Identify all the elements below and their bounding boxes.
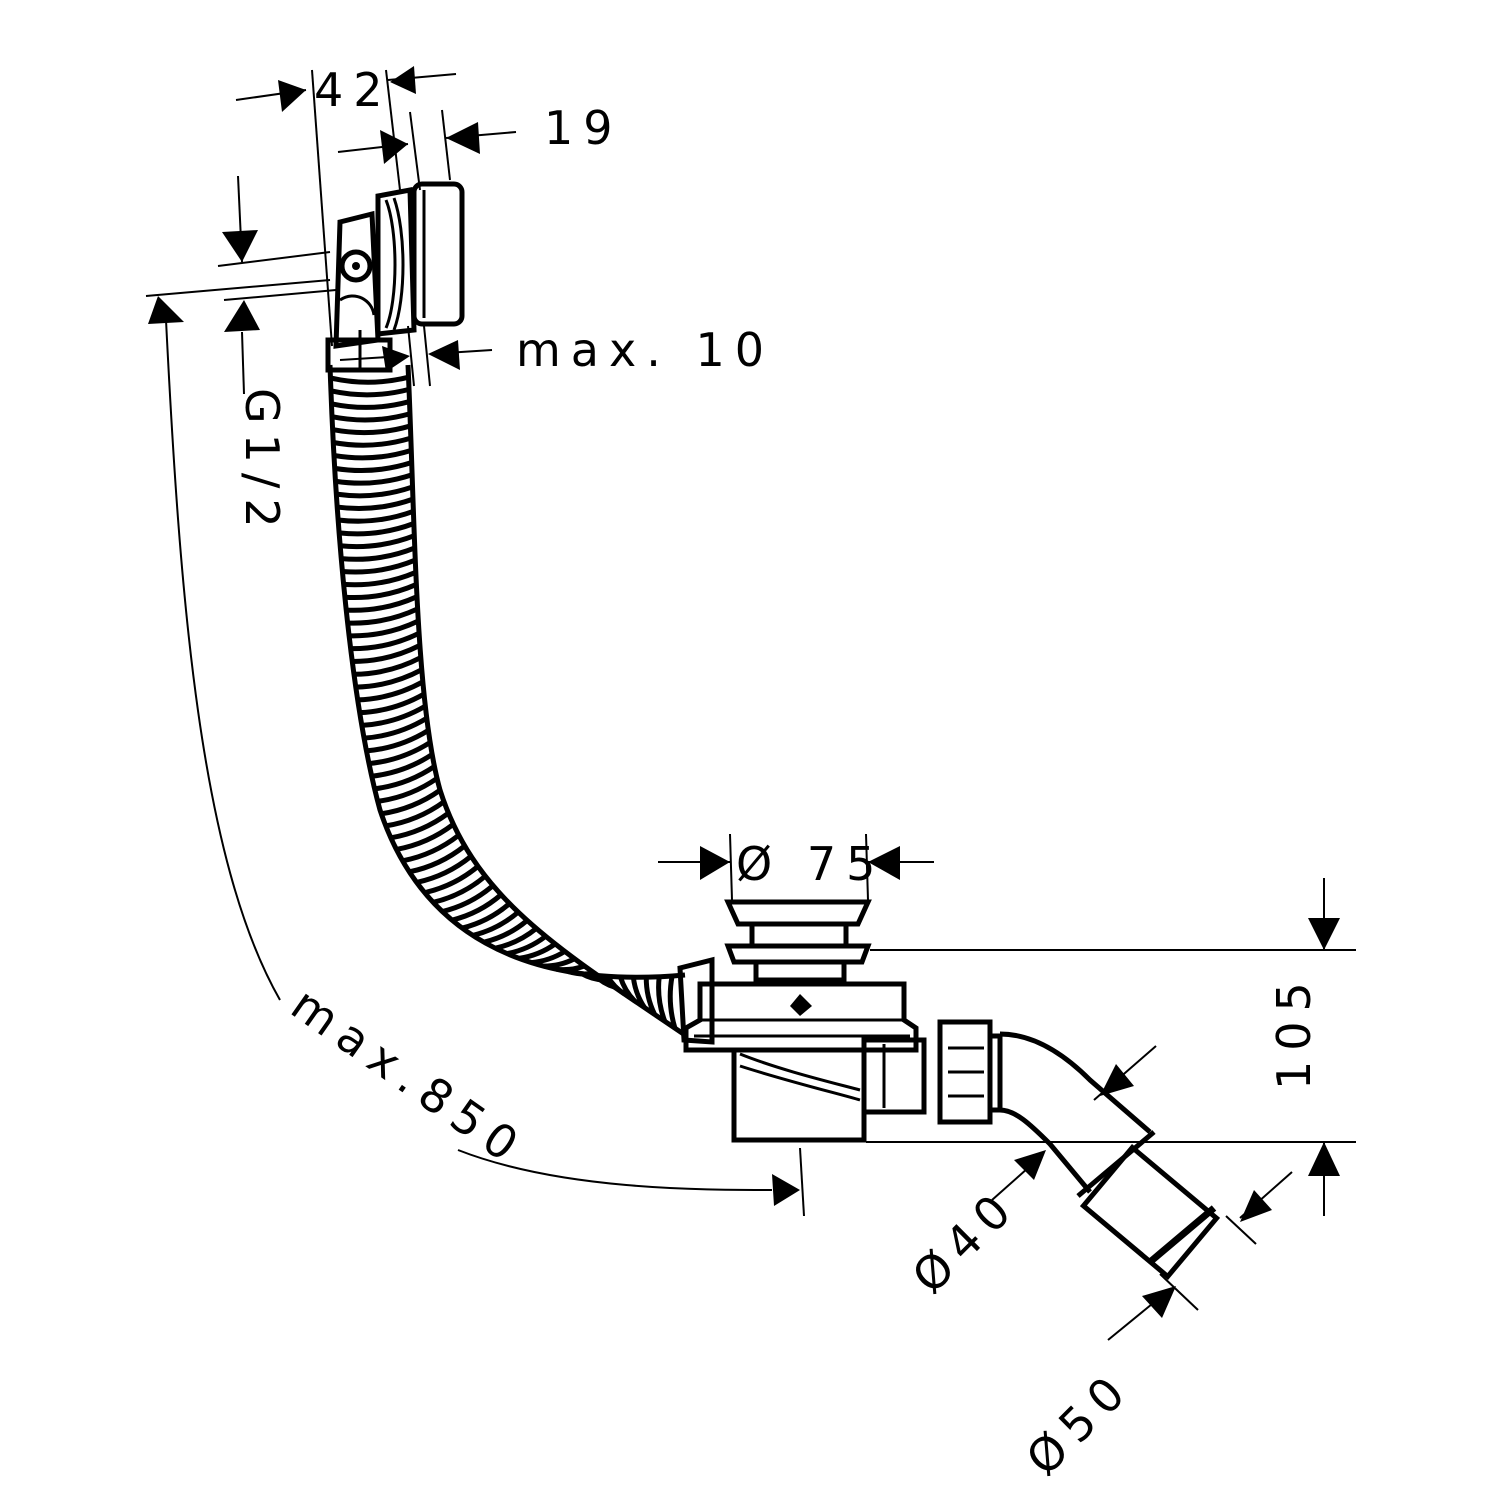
dimension-diameter-75: Ø 75 [658,833,934,901]
hose-ribs [329,374,678,1029]
hose-rib [531,949,567,966]
dimension-diameter-50: Ø50 [1016,1171,1293,1486]
hose-rib [424,864,480,896]
hose-rib [349,618,420,639]
dim-label-g-half: G1/2 [235,388,289,538]
dimension-g-half: G1/2 [217,175,337,538]
hose-rib [332,423,412,436]
hose-rib [451,892,503,923]
hose-rib [408,843,467,875]
hose-rib [402,833,461,864]
hose-rib [395,822,455,852]
hose-rib [374,764,436,792]
hose-rib [494,926,538,951]
hose-rib [506,934,548,957]
hose-rib [339,533,416,550]
hose-rib [335,484,414,499]
hose-rib [390,811,450,841]
hose-rib [472,910,520,938]
hose-rib [366,728,430,754]
hose-rib [329,374,410,385]
hose-rib [361,703,427,728]
hose-rib [630,976,647,1010]
hose-rib [343,569,417,588]
dimension-max-10: max. 10 [339,323,774,387]
hose-rib [543,956,576,969]
hose-rib [656,976,668,1023]
dim-label-max-10: max. 10 [516,323,774,377]
hose-rib [461,901,512,931]
hose-rib [385,799,446,829]
hose-rib [350,630,421,652]
hose-rib [368,740,432,767]
hose-rib [347,606,419,626]
hose-rib [359,691,426,716]
hose-rib [518,941,557,961]
hose-rib [332,435,412,448]
hose-rib [441,883,495,914]
hose-rib [377,776,439,804]
dimension-19: 19 [337,101,623,191]
drain-body [677,899,1003,1143]
dimension-105: 105 [866,878,1356,1216]
hose-rib [355,667,423,690]
dim-label-diameter-40: Ø40 [902,1177,1028,1303]
overflow-head [325,181,465,373]
hose-rib [667,975,678,1029]
hose-rib [342,557,417,575]
dim-label-max-850: max.850 [282,977,536,1178]
hose-rib [352,643,422,664]
hose-rib [334,460,413,474]
hose-rib [344,582,418,601]
hose-rib [363,716,429,741]
hose-rib [556,963,586,973]
hose-rib [371,752,434,779]
hose-rib [346,594,419,613]
hose-rib [605,974,626,997]
dim-label-105: 105 [1267,972,1321,1090]
hose-rib [341,545,416,562]
hose-rib [331,411,411,423]
dim-label-42: 42 [314,63,393,117]
hose-rib [353,655,422,677]
hose-rib [338,521,415,537]
hose-rib [618,976,637,1003]
hose-rib [357,679,425,703]
hose-rib [380,788,442,817]
hose-rib [333,447,413,461]
hose-rib [335,472,413,486]
outlet-elbow [999,1031,1221,1280]
hose-rib [483,918,529,945]
hose-rib [568,969,595,977]
hose-rib [330,399,411,410]
dim-label-diameter-75: Ø 75 [736,837,885,891]
hose-rib [432,874,487,905]
dim-label-19: 19 [544,101,623,155]
hose-rib [336,496,414,511]
hose-rib [337,508,415,524]
hose-rib [330,386,410,398]
corrugated-hose [327,364,687,1038]
dimension-42: 42 [235,63,457,347]
hose-rib [643,977,657,1016]
dim-label-diameter-50: Ø50 [1016,1359,1142,1485]
hose-rib [416,854,473,885]
